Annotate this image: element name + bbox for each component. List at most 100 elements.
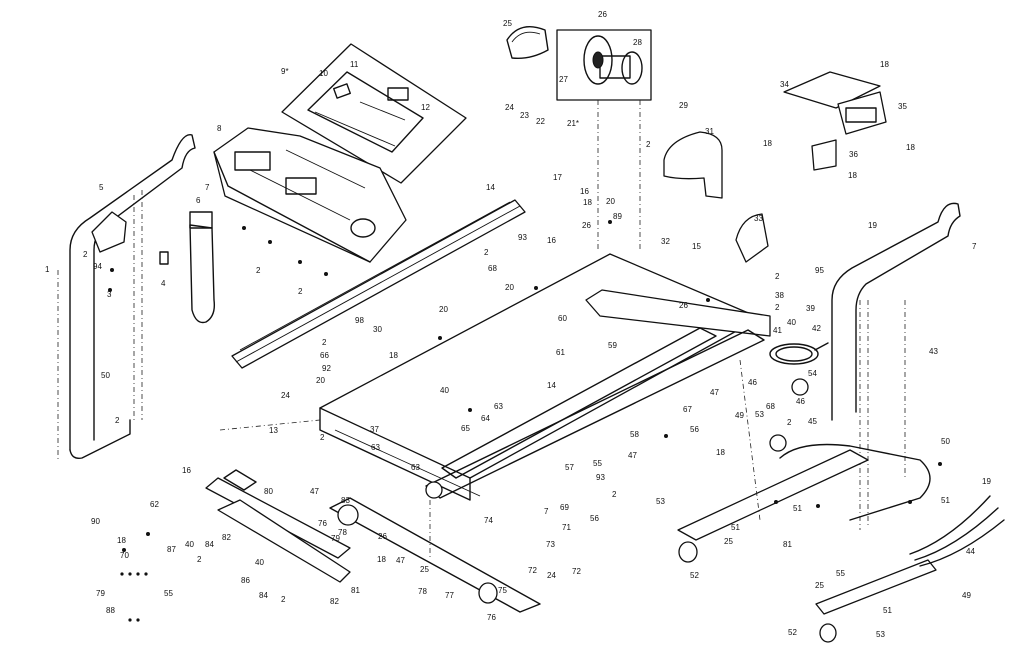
callout-52-b: 52 bbox=[788, 628, 797, 637]
callout-2-38: 2 bbox=[775, 303, 780, 312]
motor-hood bbox=[663, 131, 723, 199]
callout-92: 92 bbox=[322, 364, 331, 373]
callout-39: 39 bbox=[806, 304, 815, 313]
rear-left-base bbox=[205, 469, 351, 583]
callout-50-r: 50 bbox=[941, 437, 950, 446]
callout-47-c: 47 bbox=[628, 451, 637, 460]
callout-68: 68 bbox=[488, 264, 497, 273]
callout-87: 87 bbox=[167, 545, 176, 554]
callout-5: 5 bbox=[99, 183, 104, 192]
callout-25-b: 25 bbox=[420, 565, 429, 574]
callout-18-r1: 18 bbox=[763, 139, 772, 148]
callout-10: 10 bbox=[319, 69, 328, 78]
power-cord bbox=[769, 342, 829, 365]
callout-72-b: 72 bbox=[572, 567, 581, 576]
callout-44: 44 bbox=[966, 547, 975, 556]
callout-28: 28 bbox=[633, 38, 642, 47]
callout-8: 8 bbox=[217, 124, 222, 133]
callout-18-bl: 18 bbox=[117, 536, 126, 545]
callout-17: 17 bbox=[553, 173, 562, 182]
callout-83: 83 bbox=[341, 496, 350, 505]
callout-20-m: 20 bbox=[606, 197, 615, 206]
callout-18-tr: 18 bbox=[880, 60, 889, 69]
callout-26-m: 26 bbox=[582, 221, 591, 230]
callout-49: 49 bbox=[735, 411, 744, 420]
callout-55-bl: 55 bbox=[164, 589, 173, 598]
callout-54: 54 bbox=[808, 369, 817, 378]
callout-3: 3 bbox=[107, 290, 112, 299]
callout-34: 34 bbox=[780, 80, 789, 89]
callout-55-br: 55 bbox=[836, 569, 845, 578]
callout-2-con2: 2 bbox=[298, 287, 303, 296]
callout-81-a: 81 bbox=[351, 586, 360, 595]
callout-51-d: 51 bbox=[883, 606, 892, 615]
main-frame bbox=[425, 289, 809, 499]
callout-78: 78 bbox=[338, 528, 347, 537]
callout-20-b: 20 bbox=[439, 305, 448, 314]
callout-80: 80 bbox=[264, 487, 273, 496]
callout-62: 62 bbox=[150, 500, 159, 509]
callout-67: 67 bbox=[683, 405, 692, 414]
callout-2-bl: 2 bbox=[197, 555, 202, 564]
callout-18-98: 18 bbox=[389, 351, 398, 360]
callout-74: 74 bbox=[484, 516, 493, 525]
callout-2-bl2: 2 bbox=[281, 595, 286, 604]
callout-61: 61 bbox=[556, 348, 565, 357]
callout-4: 4 bbox=[161, 279, 166, 288]
callout-57: 57 bbox=[565, 463, 574, 472]
callout-78-b: 78 bbox=[418, 587, 427, 596]
callout-93-b: 93 bbox=[596, 473, 605, 482]
right-upright bbox=[831, 202, 961, 530]
callout-53-b: 53 bbox=[656, 497, 665, 506]
right-top-brackets bbox=[783, 71, 887, 171]
callout-2-hood: 2 bbox=[646, 140, 651, 149]
callout-60: 60 bbox=[558, 314, 567, 323]
callout-12: 12 bbox=[421, 103, 430, 112]
callout-2-98: 2 bbox=[322, 338, 327, 347]
callout-40-bl: 40 bbox=[185, 540, 194, 549]
callout-19-r: 19 bbox=[868, 221, 877, 230]
callout-11: 11 bbox=[350, 60, 359, 69]
callout-53-c: 53 bbox=[876, 630, 885, 639]
callout-69: 69 bbox=[560, 503, 569, 512]
callout-90: 90 bbox=[91, 517, 100, 526]
callout-63-b: 63 bbox=[371, 443, 380, 452]
callout-82-a: 82 bbox=[222, 533, 231, 542]
callout-2-l1: 2 bbox=[83, 250, 88, 259]
callout-50-l: 50 bbox=[101, 371, 110, 380]
callout-33: 33 bbox=[754, 214, 763, 223]
callout-79-b: 79 bbox=[96, 589, 105, 598]
callout-65: 65 bbox=[461, 424, 470, 433]
callout-45: 45 bbox=[808, 417, 817, 426]
callout-31: 31 bbox=[705, 127, 714, 136]
motor-box bbox=[556, 29, 652, 101]
callout-68-b: 68 bbox=[766, 402, 775, 411]
callout-2-con1: 2 bbox=[256, 266, 261, 275]
callout-18-r3: 18 bbox=[848, 171, 857, 180]
callout-43: 43 bbox=[929, 347, 938, 356]
callout-55-c: 55 bbox=[593, 459, 602, 468]
callout-72-a: 72 bbox=[528, 566, 537, 575]
callout-46: 46 bbox=[748, 378, 757, 387]
callout-29: 29 bbox=[679, 101, 688, 110]
callout-76-a: 76 bbox=[318, 519, 327, 528]
callout-38: 38 bbox=[775, 291, 784, 300]
callout-22: 22 bbox=[536, 117, 545, 126]
callout-24-l: 24 bbox=[281, 391, 290, 400]
alignment-lines bbox=[219, 100, 761, 560]
callout-63-a: 63 bbox=[494, 402, 503, 411]
callout-56-b: 56 bbox=[590, 514, 599, 523]
callout-84-b: 84 bbox=[259, 591, 268, 600]
callout-24-b: 24 bbox=[547, 571, 556, 580]
callout-16-l: 16 bbox=[182, 466, 191, 475]
callout-73: 73 bbox=[546, 540, 555, 549]
console-housing bbox=[213, 127, 407, 263]
callout-53-r: 53 bbox=[755, 410, 764, 419]
callout-20-c: 20 bbox=[316, 376, 325, 385]
callout-7-l: 7 bbox=[205, 183, 210, 192]
callout-56: 56 bbox=[690, 425, 699, 434]
motor-cover bbox=[735, 213, 769, 263]
callout-13: 13 bbox=[269, 426, 278, 435]
callout-27: 27 bbox=[559, 75, 568, 84]
